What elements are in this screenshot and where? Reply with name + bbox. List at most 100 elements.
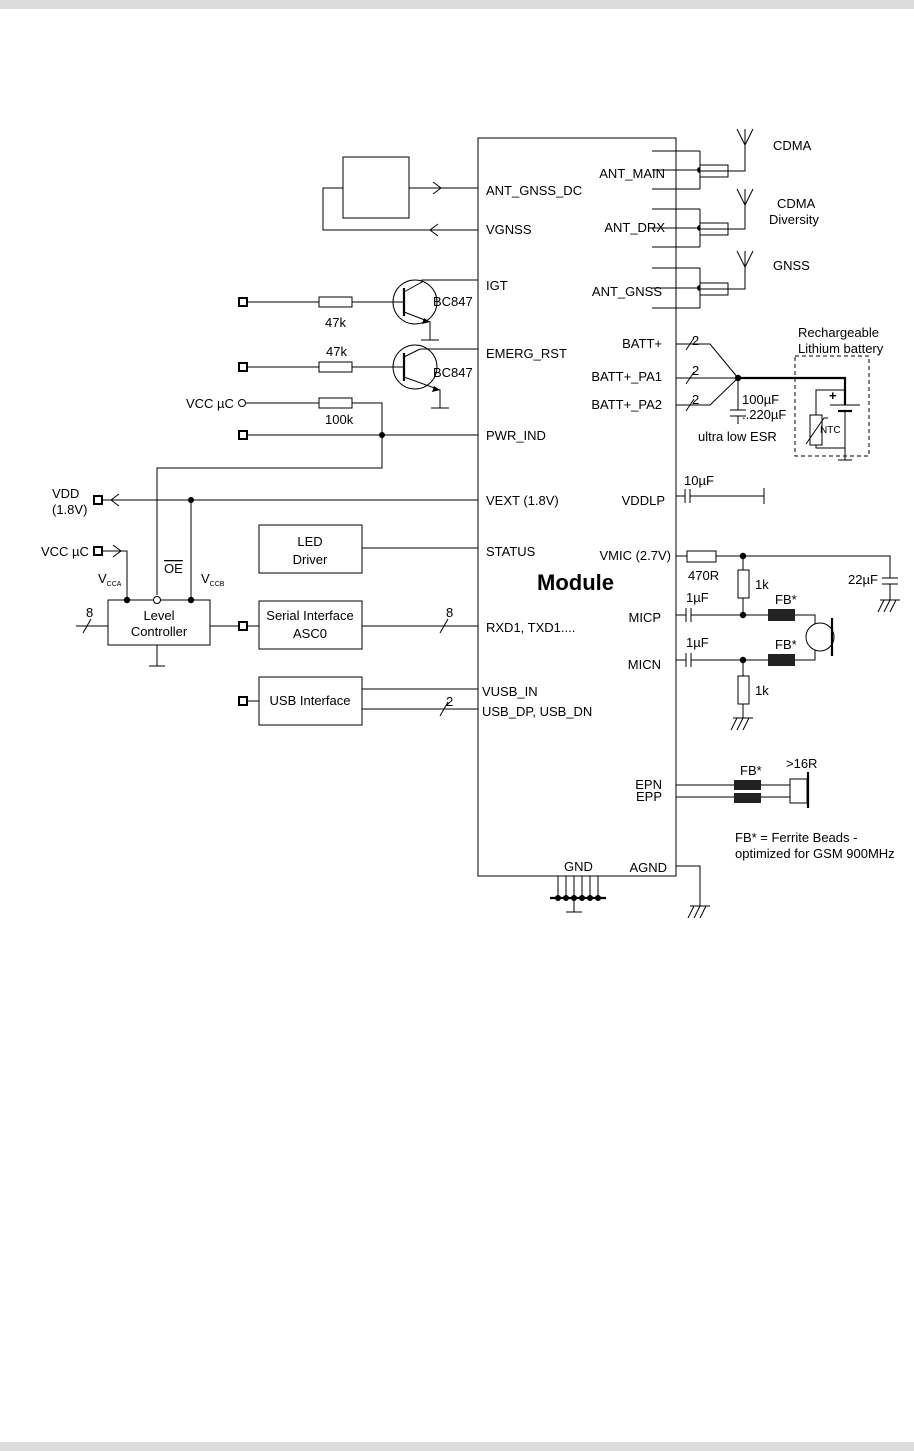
earpiece-speaker-icon (789, 778, 808, 804)
antenna-diversity-label-1: CDMA (777, 196, 816, 211)
antenna-diversity-label-2: Diversity (769, 212, 819, 227)
pin-vddlp: VDDLP (622, 493, 665, 508)
vcca-sub: CCA (107, 581, 122, 588)
ferrite-bead-micp (768, 609, 795, 621)
microphone-icon (805, 622, 835, 652)
usb-bus-width: 2 (446, 694, 453, 709)
pin-pwr-ind: PWR_IND (486, 428, 546, 443)
ground-agnd-icon (687, 905, 710, 919)
vdd-terminal[interactable] (93, 495, 103, 505)
pin-usb-dp-dn: USB_DP, USB_DN (482, 704, 592, 719)
module-title: Module (537, 570, 614, 595)
pin-igt: IGT (486, 278, 508, 293)
battery-title-1: Rechargeable (798, 325, 879, 340)
capacitor-vmic (882, 577, 898, 585)
speaker-label: >16R (786, 756, 817, 771)
oe-label: OE (164, 561, 183, 576)
serial-interface-block (258, 600, 363, 650)
ground-vmic-icon (877, 599, 900, 613)
capacitor-micp (685, 608, 692, 622)
led-driver-label-1: LED (297, 534, 322, 549)
usb-terminal[interactable] (238, 696, 248, 706)
level-controller-label-2: Controller (131, 624, 188, 639)
capacitor-vddlp (684, 489, 691, 503)
vmic-cap-label: 22µF (848, 572, 878, 587)
pin-ant-gnss: ANT_GNSS (592, 284, 662, 299)
vcc-uc-left-label: VCC µC (41, 544, 89, 559)
antenna-gnss-icon (736, 250, 754, 269)
resistor-igt (318, 296, 353, 308)
igt-terminal[interactable] (238, 297, 248, 307)
pin-ant-main: ANT_MAIN (599, 166, 665, 181)
resistor-micn (737, 675, 750, 705)
battery-plus: + (829, 388, 837, 403)
ferrite-bead-micn (768, 654, 795, 666)
pin-vgnss: VGNSS (486, 222, 532, 237)
ferrite-bead-epp (734, 793, 761, 803)
batt-esr-label: ultra low ESR (698, 429, 777, 444)
serial-interface-label-2: ASC0 (293, 626, 327, 641)
level-bus-width: 8 (86, 605, 93, 620)
resistor-micp (737, 569, 750, 599)
pin-batt-pa2: BATT+_PA2 (591, 397, 662, 412)
pin-gnd: GND (564, 859, 593, 874)
pwr-ind-terminal[interactable] (238, 430, 248, 440)
top-border-bar (0, 0, 914, 9)
resistor-emerg-label: 47k (326, 344, 347, 359)
vcc-uc-top-label: VCC µC (186, 396, 234, 411)
battery-title-2: Lithium battery (798, 341, 884, 356)
emerg-rst-terminal[interactable] (238, 362, 248, 372)
arrow-vcc-uc (112, 544, 122, 558)
vddlp-cap-label: 10µF (684, 473, 714, 488)
arrow-vdd (110, 493, 120, 507)
gnss-dc-block (342, 156, 410, 219)
resistor-pwr (318, 397, 353, 409)
serial-interface-label-1: Serial Interface (266, 608, 353, 623)
bottom-border-bar (0, 1442, 914, 1451)
fb-micn-label: FB* (775, 637, 797, 652)
pin-micn: MICN (628, 657, 661, 672)
micp-cap-label: 1µF (686, 590, 709, 605)
batt-width-1: 2 (692, 333, 699, 348)
oe-pin (153, 596, 161, 604)
vdd-voltage-label: (1.8V) (52, 502, 87, 517)
resistor-igt-label: 47k (325, 315, 346, 330)
batt-width-3: 2 (692, 392, 699, 407)
pin-vusb-in: VUSB_IN (482, 684, 538, 699)
pin-vext: VEXT (1.8V) (486, 493, 559, 508)
fb-note-line-2: optimized for GSM 900MHz (735, 846, 895, 861)
pin-vmic: VMIC (2.7V) (599, 548, 671, 563)
usb-interface-label: USB Interface (270, 693, 351, 708)
pin-batt-pa1: BATT+_PA1 (591, 369, 662, 384)
pin-micp: MICP (629, 610, 662, 625)
ferrite-bead-epn (734, 780, 761, 790)
transistor-igt-label: BC847 (433, 294, 473, 309)
led-driver-block (258, 524, 363, 574)
vccb-label: VCCB (201, 571, 225, 588)
resistor-emerg (318, 361, 353, 373)
vcc-uc-top-terminal (238, 399, 246, 407)
antenna-cdma-icon (736, 128, 754, 147)
pin-emerg-rst: EMERG_RST (486, 346, 567, 361)
arrow-vgnss (429, 223, 439, 237)
micn-cap-label: 1µF (686, 635, 709, 650)
pin-rxd-txd: RXD1, TXD1.... (486, 620, 575, 635)
antenna-gnss-label: GNSS (773, 258, 810, 273)
battery-pack (794, 355, 870, 457)
fb-note-line-1: FB* = Ferrite Beads - (735, 830, 857, 845)
transistor-emerg-label: BC847 (433, 365, 473, 380)
resistor-vmic-label: 470R (688, 568, 719, 583)
ntc-label: NTC (820, 425, 841, 436)
usb-interface-block (258, 676, 363, 726)
vccb-sub: CCB (210, 581, 225, 588)
module-box (477, 137, 677, 877)
ground-micn-icon (730, 717, 753, 731)
resistor-vmic (686, 550, 717, 563)
pin-batt-plus: BATT+ (622, 336, 662, 351)
serial-bus-width: 8 (446, 605, 453, 620)
pin-status: STATUS (486, 544, 536, 559)
led-driver-label-2: Driver (293, 552, 328, 567)
vcc-uc-left-terminal[interactable] (93, 546, 103, 556)
resistor-micp-label: 1k (755, 577, 769, 592)
serial-terminal[interactable] (238, 621, 248, 631)
